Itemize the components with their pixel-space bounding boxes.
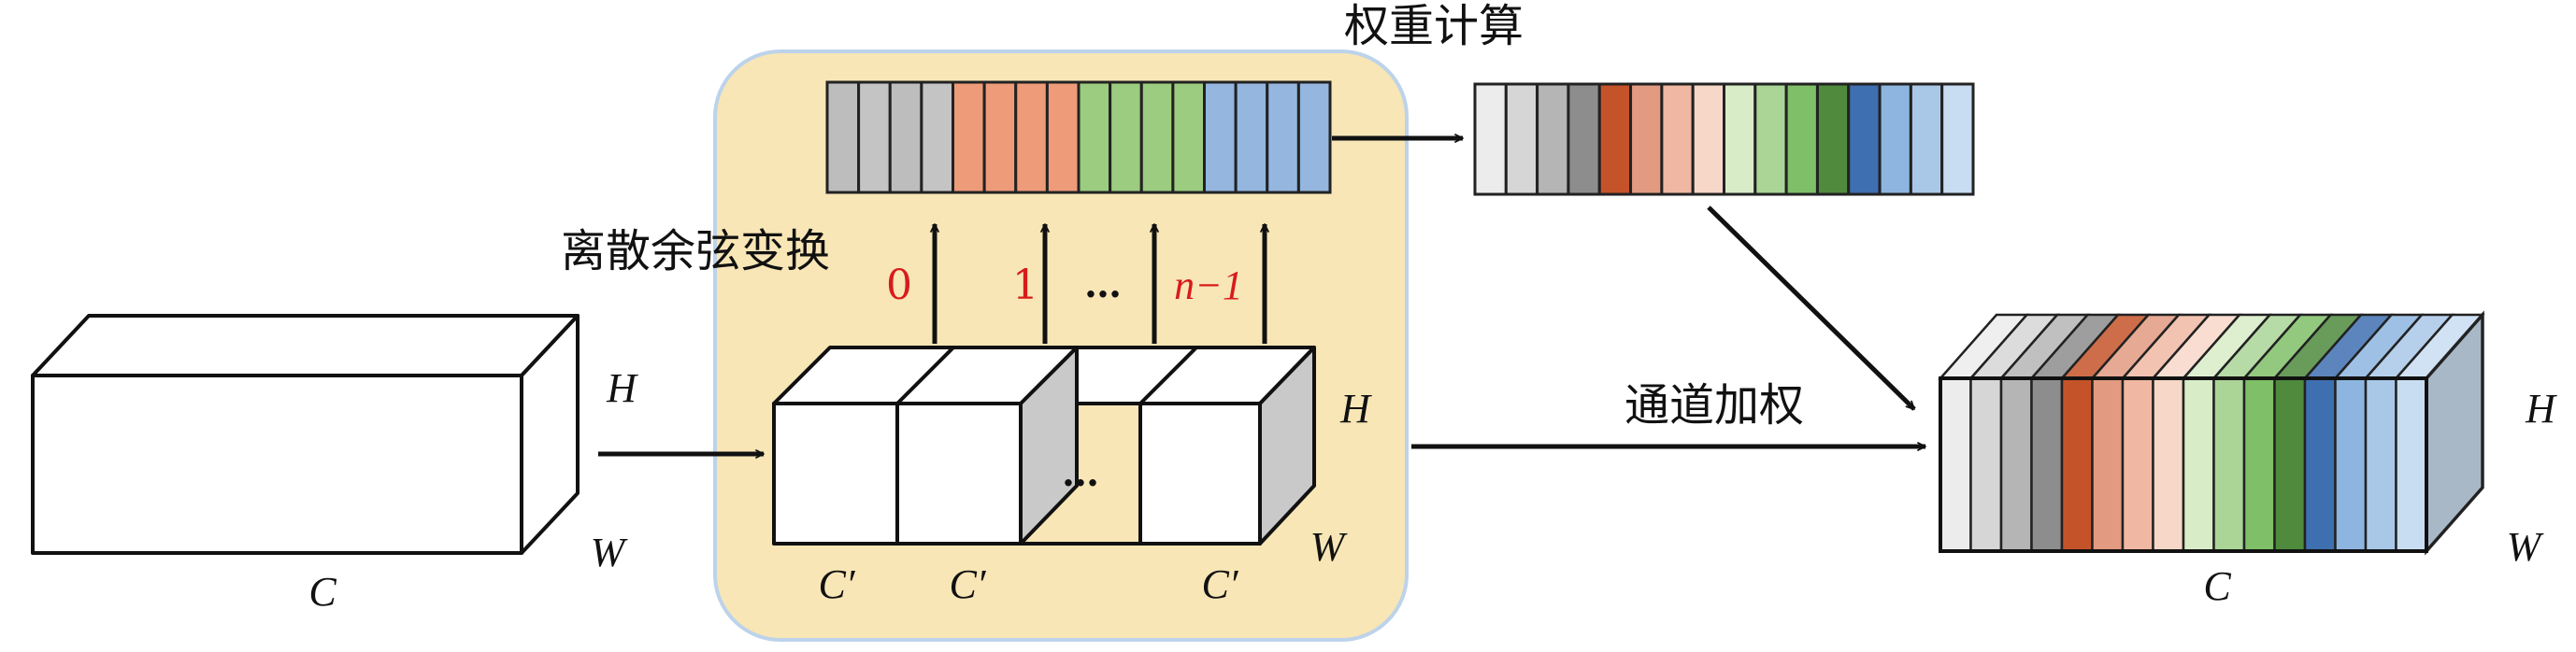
block-3 bbox=[1138, 402, 1262, 546]
weight-stripe bbox=[1753, 82, 1788, 196]
output-stripe bbox=[2212, 376, 2246, 553]
output-stripe bbox=[2060, 376, 2094, 553]
split-blocks bbox=[772, 346, 1316, 546]
output-stripe bbox=[2242, 376, 2276, 553]
dct-stripe bbox=[1109, 80, 1143, 194]
block-2 bbox=[895, 402, 1023, 546]
output-stripe bbox=[2091, 376, 2125, 553]
block-1 bbox=[772, 402, 899, 546]
weight-calc-label: 权重计算 bbox=[1344, 0, 1524, 52]
weight-stripe bbox=[1723, 82, 1757, 196]
weight-stripe bbox=[1691, 82, 1725, 196]
dct-stripe bbox=[920, 80, 954, 194]
output-stripe bbox=[1999, 376, 2033, 553]
weight-stripe bbox=[1847, 82, 1882, 196]
freq-label-1: 1 bbox=[1012, 262, 1038, 309]
dct-stripe bbox=[857, 80, 892, 194]
block-w-label: W bbox=[1310, 524, 1348, 570]
dct-stripe bbox=[1045, 80, 1080, 194]
dct-stripe bbox=[952, 80, 986, 194]
block-dots: … bbox=[1062, 451, 1099, 495]
weight-stripe bbox=[1504, 82, 1539, 196]
weight-stripe bbox=[1940, 82, 1975, 196]
dct-stripe bbox=[1234, 80, 1269, 194]
arrow-weights-to-output bbox=[1707, 206, 1916, 411]
weight-stripe bbox=[1473, 82, 1508, 196]
weight-stripe bbox=[1629, 82, 1664, 196]
dct-stripe bbox=[1077, 80, 1112, 194]
block-c-label-2: C′ bbox=[950, 561, 987, 607]
weight-stripe bbox=[1536, 82, 1570, 196]
weight-stripe bbox=[1878, 82, 1912, 196]
dct-stripe bbox=[825, 80, 861, 194]
dct-label: 离散余弦变换 bbox=[561, 225, 830, 277]
output-h-label: H bbox=[2525, 386, 2557, 432]
output-stripe bbox=[2364, 376, 2397, 553]
output-stripe bbox=[2182, 376, 2215, 553]
dct-frequency-strip bbox=[825, 80, 1332, 194]
output-c-label: C bbox=[2203, 563, 2231, 609]
freq-label-0: 0 bbox=[886, 262, 912, 309]
output-stripe bbox=[2303, 376, 2337, 553]
block-c-label-3: C′ bbox=[1202, 561, 1239, 607]
input-c-label: C bbox=[308, 569, 336, 615]
dct-stripe bbox=[982, 80, 1018, 194]
dct-stripe bbox=[1266, 80, 1300, 194]
dct-stripe bbox=[1139, 80, 1175, 194]
output-w-label: W bbox=[2507, 524, 2544, 570]
output-stripe bbox=[2152, 376, 2185, 553]
output-stripe bbox=[2030, 376, 2064, 553]
weight-strip bbox=[1473, 82, 1975, 196]
input-w-label: W bbox=[591, 530, 628, 575]
weight-stripe bbox=[1784, 82, 1819, 196]
weight-stripe bbox=[1909, 82, 1944, 196]
output-stripe bbox=[2273, 376, 2307, 553]
output-tensor bbox=[1938, 310, 2485, 556]
block-c-label-1: C′ bbox=[819, 561, 856, 607]
dct-stripe bbox=[1171, 80, 1206, 194]
dct-stripe bbox=[888, 80, 923, 194]
channel-weighting-label: 通道加权 bbox=[1624, 379, 1804, 432]
weight-stripe bbox=[1597, 82, 1633, 196]
output-stripe bbox=[2395, 376, 2428, 553]
weight-stripe bbox=[1567, 82, 1601, 196]
weight-stripe bbox=[1815, 82, 1851, 196]
output-front-outline bbox=[1939, 376, 2428, 553]
dct-stripe bbox=[1203, 80, 1238, 194]
weight-stripe bbox=[1660, 82, 1695, 196]
freq-label-n: n−1 bbox=[1174, 262, 1243, 308]
input-tensor bbox=[31, 314, 580, 555]
freq-dots: … bbox=[1084, 262, 1122, 306]
output-stripe bbox=[2334, 376, 2368, 553]
dct-stripe bbox=[1014, 80, 1049, 194]
block-h-label: H bbox=[1339, 386, 1372, 432]
output-stripe bbox=[1969, 376, 2003, 553]
dct-stripe bbox=[1296, 80, 1332, 194]
output-stripe bbox=[2121, 376, 2154, 553]
input-h-label: H bbox=[606, 365, 638, 411]
output-stripe bbox=[1939, 376, 1972, 553]
